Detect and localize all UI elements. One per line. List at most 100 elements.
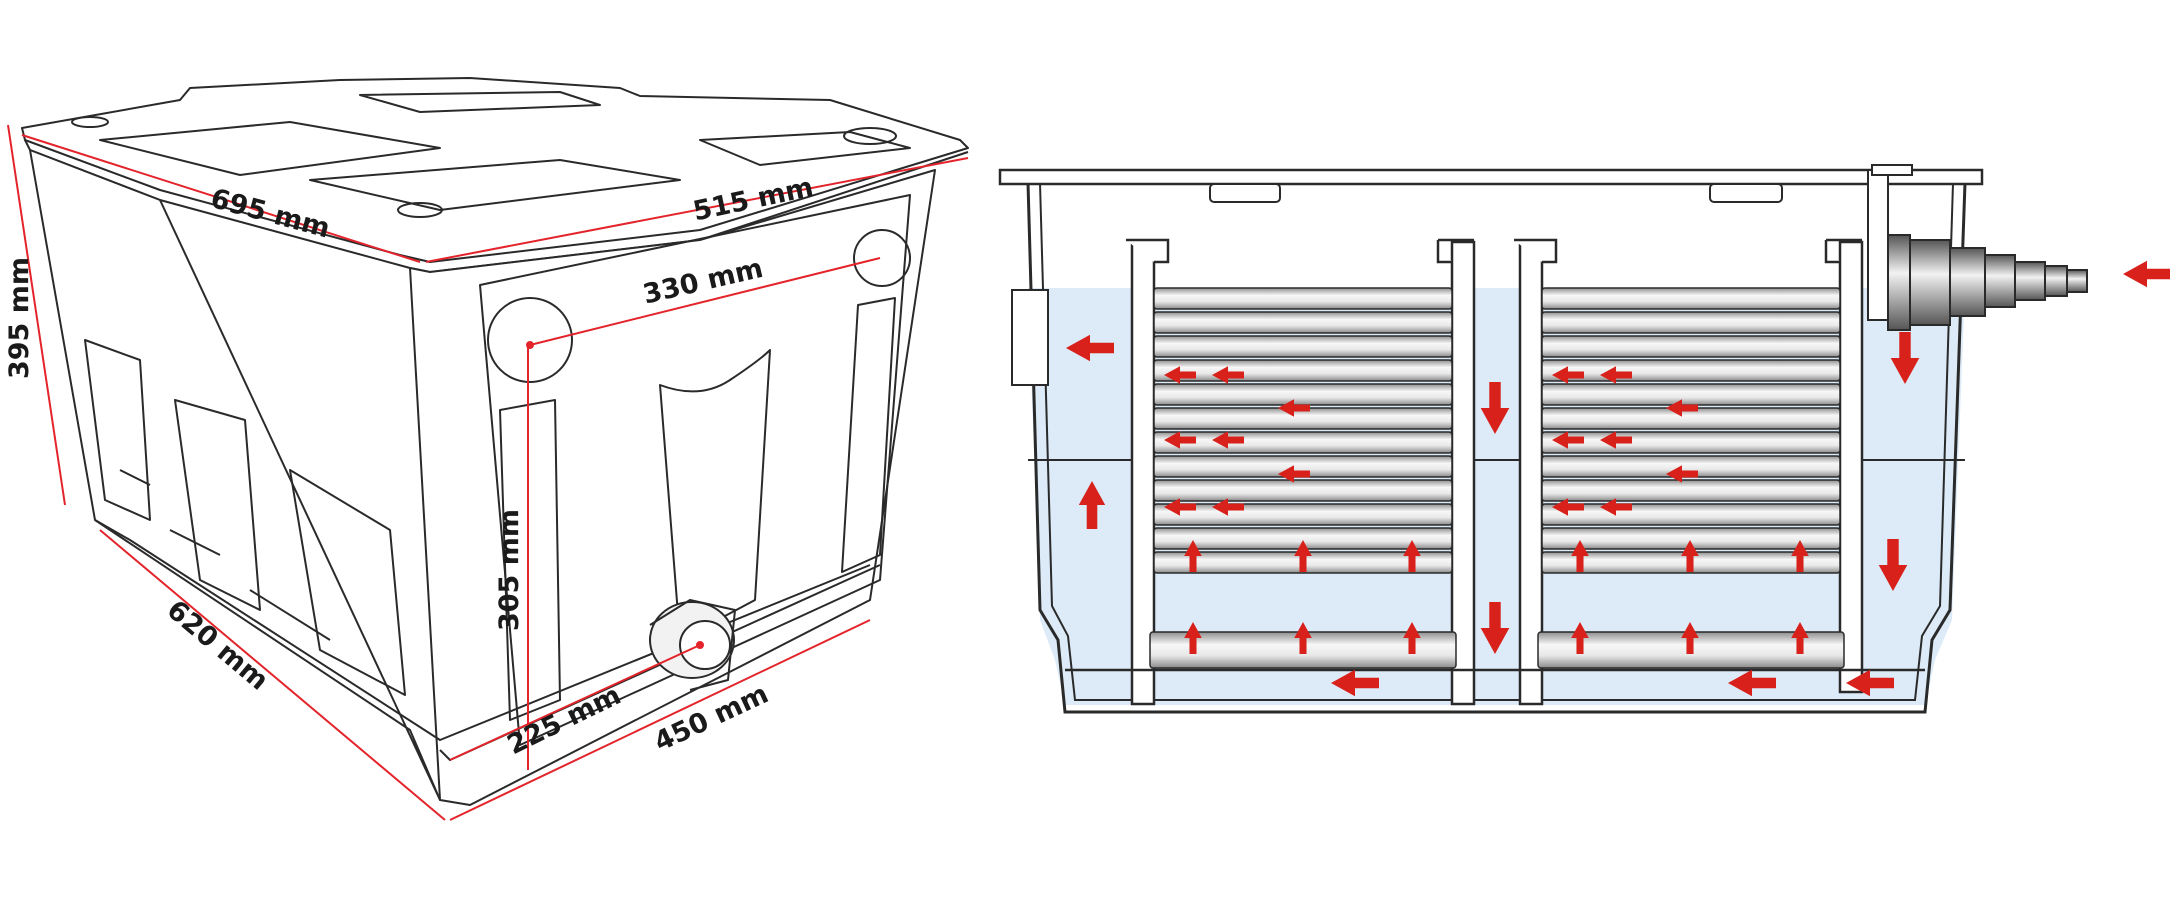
lid-knob-right — [843, 127, 897, 145]
outlet-fitting-body — [649, 599, 736, 691]
flow-arrow-left — [1728, 669, 1776, 697]
lid-panel-right — [699, 131, 911, 166]
flow-arrow-left — [1600, 431, 1632, 449]
flow-arrow-left — [1164, 498, 1196, 516]
lid-handle-right — [1709, 183, 1783, 203]
media-bar — [1541, 311, 1841, 334]
flow-arrow-up — [1184, 622, 1202, 654]
flow-arrow-left — [1552, 366, 1584, 384]
flow-arrow-left — [1331, 669, 1379, 697]
filter-cross-section — [998, 164, 2170, 714]
flow-arrow-up — [1078, 481, 1106, 529]
dim-line-inlet-spacing — [529, 257, 881, 346]
dim-line-base-width — [449, 619, 871, 821]
partition-2-cap — [1436, 238, 1474, 264]
dim-line-base-depth — [99, 529, 446, 821]
media-bar — [1153, 431, 1453, 454]
inlet-hole-left — [487, 297, 573, 383]
flow-arrow-up — [1184, 540, 1202, 572]
flow-arrow-up — [1294, 622, 1312, 654]
flow-arrow-left — [1164, 366, 1196, 384]
flow-arrow-down — [1890, 332, 1920, 384]
flow-arrow-left — [1666, 465, 1698, 483]
flow-arrow-left — [1212, 366, 1244, 384]
partition-3-cap — [1514, 238, 1558, 264]
media-bar — [1153, 383, 1453, 406]
filter-media-right — [1537, 287, 1845, 669]
flow-arrow-down — [1480, 382, 1510, 434]
flow-arrow-up — [1681, 540, 1699, 572]
partitions — [1065, 238, 1925, 706]
flow-arrow-up — [1791, 622, 1809, 654]
flow-arrow-up — [1681, 622, 1699, 654]
media-bar — [1153, 503, 1453, 526]
partition-1-cap — [1126, 238, 1170, 264]
media-bar — [1153, 479, 1453, 502]
tank-body — [1026, 182, 1967, 714]
outlet-fitting-inner — [679, 620, 731, 670]
flow-arrow-left — [1600, 498, 1632, 516]
media-bar — [1541, 335, 1841, 358]
lid-handle-left — [1209, 183, 1281, 203]
flow-arrow-up — [1403, 622, 1421, 654]
flow-arrow-left — [2123, 260, 2170, 288]
lid-knob-back — [71, 116, 109, 128]
dim-line-outlet-offset — [449, 644, 701, 761]
dim-line-height — [7, 124, 66, 506]
media-bar — [1541, 431, 1841, 454]
media-bar — [1541, 479, 1841, 502]
media-bar — [1153, 335, 1453, 358]
tank-lid — [998, 168, 1984, 186]
flow-arrow-left — [1552, 498, 1584, 516]
media-bar — [1153, 287, 1453, 310]
outlet-port-left — [1011, 289, 1049, 386]
flow-arrow-left — [1846, 669, 1894, 697]
inlet-pipe — [1867, 164, 2088, 331]
front-slot-center — [659, 349, 771, 641]
flow-arrow-up — [1571, 540, 1589, 572]
flow-arrow-left — [1600, 366, 1632, 384]
label-height: 395 mm — [4, 257, 35, 379]
dimension-lines — [7, 124, 969, 821]
dim-line-top-width — [21, 134, 421, 263]
dim-line-top-length — [425, 157, 969, 263]
flow-arrow-down — [1480, 602, 1510, 654]
media-bar — [1541, 359, 1841, 382]
flow-arrow-left — [1212, 498, 1244, 516]
lid-knob-front — [397, 202, 443, 218]
filter-box-3d-drawing — [21, 77, 969, 806]
lid-panel-back — [359, 91, 601, 113]
media-bar — [1153, 359, 1453, 382]
flow-arrow-left — [1278, 399, 1310, 417]
flow-arrow-up — [1294, 540, 1312, 572]
label-outlet-height: 305 mm — [494, 509, 525, 631]
partition-4-cap — [1824, 238, 1862, 264]
side-recess-1 — [84, 339, 151, 521]
flow-arrow-up — [1571, 622, 1589, 654]
flow-arrow-left — [1212, 431, 1244, 449]
flow-arrow-left — [1278, 465, 1310, 483]
flow-arrow-down — [1878, 539, 1908, 591]
flow-arrow-up — [1403, 540, 1421, 572]
flow-arrows — [1066, 260, 2170, 697]
side-recess-2 — [174, 399, 261, 611]
side-recess-lines — [119, 469, 331, 641]
flow-arrow-left — [1164, 431, 1196, 449]
lid-panel-left — [99, 121, 441, 176]
front-slot-left — [499, 399, 561, 721]
front-slot-right — [841, 297, 896, 573]
partition-4 — [1838, 240, 1864, 694]
tank-body-inner — [1039, 182, 1954, 701]
dim-dot-outlet — [696, 641, 704, 649]
flow-arrow-left — [1666, 399, 1698, 417]
media-bar — [1541, 503, 1841, 526]
flow-arrow-left — [1066, 334, 1114, 362]
lid-panel-center — [309, 159, 681, 211]
inlet-hole-right — [853, 229, 911, 287]
media-bar — [1153, 311, 1453, 334]
flow-arrow-left — [1552, 431, 1584, 449]
side-recess-3 — [289, 469, 406, 696]
flow-arrow-up — [1791, 540, 1809, 572]
